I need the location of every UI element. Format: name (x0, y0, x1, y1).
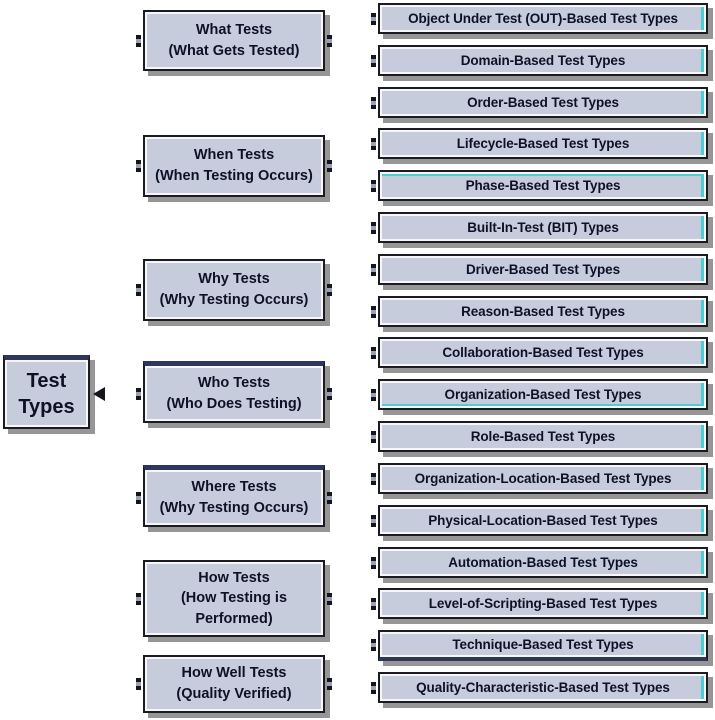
category-node-what: What Tests (What Gets Tested) (143, 10, 325, 71)
category-node-why: Why Tests (Why Testing Occurs) (143, 259, 325, 321)
leaf-node-automation-based: Automation-Based Test Types (378, 547, 708, 578)
category-subtitle: (How Testing is Performed) (180, 590, 288, 627)
category-subtitle: (Why Testing Occurs) (159, 292, 309, 308)
category-node-when: When Tests (When Testing Occurs) (143, 135, 325, 197)
category-title: Why Tests (198, 271, 270, 288)
category-node-who: Who Tests (Who Does Testing) (143, 361, 325, 423)
leaf-node-driver-based: Driver-Based Test Types (378, 254, 708, 285)
category-node-where: Where Tests (Why Testing Occurs) (143, 465, 325, 527)
category-title: What Tests (195, 21, 273, 38)
root-node-test-types: Test Types (3, 355, 90, 429)
category-subtitle: (Who Does Testing) (166, 395, 302, 412)
leaf-node-order-based: Order-Based Test Types (378, 87, 708, 118)
leaf-node-out-based: Object Under Test (OUT)-Based Test Types (378, 3, 708, 34)
leaf-node-role-based: Role-Based Test Types (378, 421, 708, 452)
leaf-node-technique-based: Technique-Based Test Types (378, 630, 708, 661)
category-subtitle: (Why Testing Occurs) (159, 499, 309, 516)
leaf-node-physical-location-based: Physical-Location-Based Test Types (378, 505, 708, 536)
category-node-how-well: How Well Tests (Quality Verified) (143, 655, 325, 713)
category-subtitle: (When Testing Occurs) (155, 168, 313, 184)
leaf-node-level-of-scripting-based: Level-of-Scripting-Based Test Types (378, 588, 708, 619)
category-title: How Well Tests (181, 665, 287, 682)
leaf-node-lifecycle-based: Lifecycle-Based Test Types (378, 128, 708, 159)
leaf-node-reason-based: Reason-Based Test Types (378, 296, 708, 327)
leaf-node-organization-location-based: Organization-Location-Based Test Types (378, 463, 708, 494)
leaf-node-domain-based: Domain-Based Test Types (378, 45, 708, 76)
category-subtitle: (Quality Verified) (176, 686, 292, 702)
category-title: Who Tests (197, 374, 271, 391)
category-title: How Tests (198, 569, 270, 586)
leaf-node-built-in-test: Built-In-Test (BIT) Types (378, 212, 708, 243)
leaf-node-organization-based: Organization-Based Test Types (378, 379, 708, 410)
category-node-how: How Tests (How Testing is Performed) (143, 560, 325, 637)
leaf-node-quality-characteristic-based: Quality-Characteristic-Based Test Types (378, 672, 708, 703)
leaf-node-phase-based: Phase-Based Test Types (378, 170, 708, 201)
leaf-node-collaboration-based: Collaboration-Based Test Types (378, 337, 708, 368)
category-subtitle: (What Gets Tested) (168, 42, 300, 59)
category-title: When Tests (193, 147, 275, 164)
category-title: Where Tests (191, 478, 277, 495)
